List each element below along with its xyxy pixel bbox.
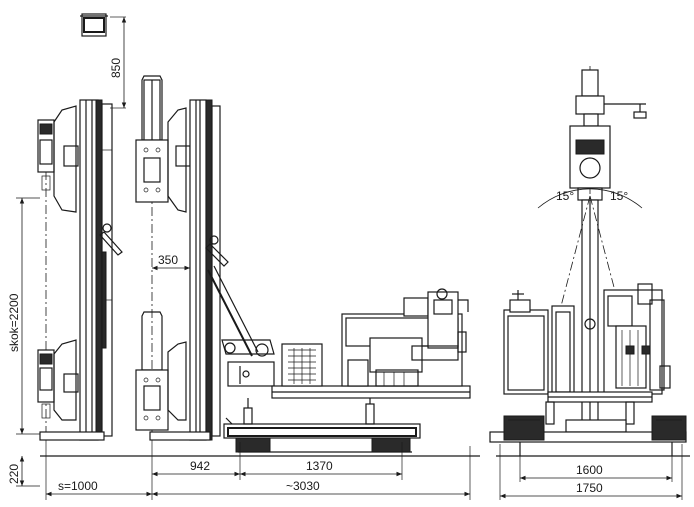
dim-220: 220 (7, 464, 21, 484)
carrier-chassis (227, 288, 471, 399)
dim-1370: 1370 (306, 459, 333, 473)
dimension-lines (16, 17, 683, 500)
side-view (37, 13, 480, 457)
angle-right: 15° (610, 189, 628, 203)
dim-stroke: skok=2200 (7, 293, 21, 352)
top-hammer-unit (80, 13, 126, 109)
front-mast (537, 69, 647, 437)
angle-left: 15° (556, 189, 574, 203)
front-view (489, 66, 690, 457)
front-housing (503, 283, 671, 401)
dim-850: 850 (109, 58, 123, 78)
dimension-labels: 850 skok=2200 220 350 942 1370 s=1000 ~3… (7, 58, 628, 495)
dim-step: s=1000 (58, 479, 98, 493)
mast-left (37, 99, 123, 441)
front-chassis (489, 391, 690, 457)
dim-1750: 1750 (576, 481, 603, 495)
mast-strut (207, 265, 275, 357)
dim-1600: 1600 (576, 463, 603, 477)
dim-350: 350 (158, 253, 178, 267)
dim-total: ~3030 (286, 479, 320, 493)
mast-center (135, 75, 229, 441)
crawler-tracks-side (223, 398, 421, 453)
dim-942: 942 (190, 459, 210, 473)
